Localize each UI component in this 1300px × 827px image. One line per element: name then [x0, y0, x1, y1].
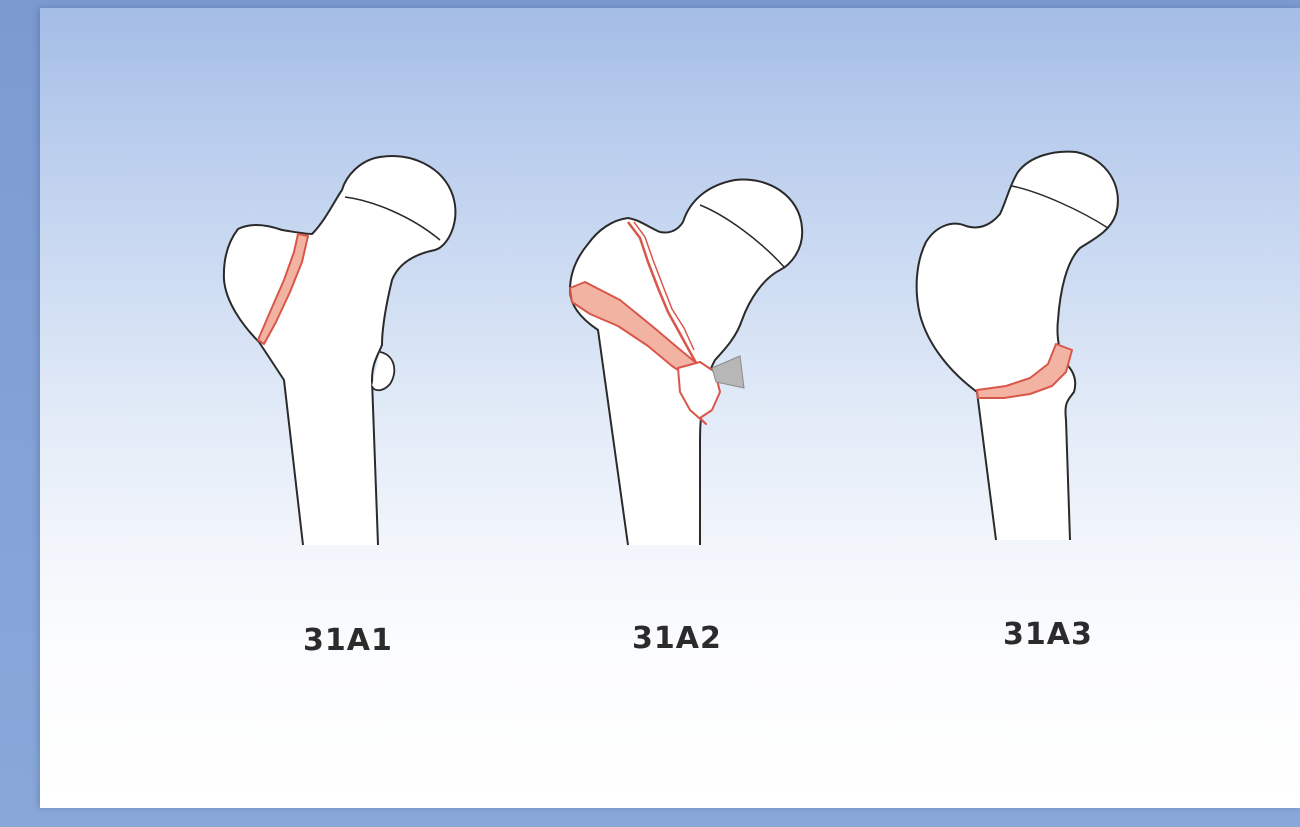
femur-31a3: [917, 152, 1118, 540]
femur-bone-outline: [224, 156, 455, 545]
femur-31a1: [224, 156, 455, 545]
figure-label-31a1: 31A1: [303, 623, 393, 658]
femur-31a2: [570, 179, 802, 545]
figure-label-31a3: 31A3: [1003, 617, 1093, 652]
figure-label-31a2: 31A2: [632, 621, 722, 656]
femur-bone-outline: [917, 152, 1118, 540]
